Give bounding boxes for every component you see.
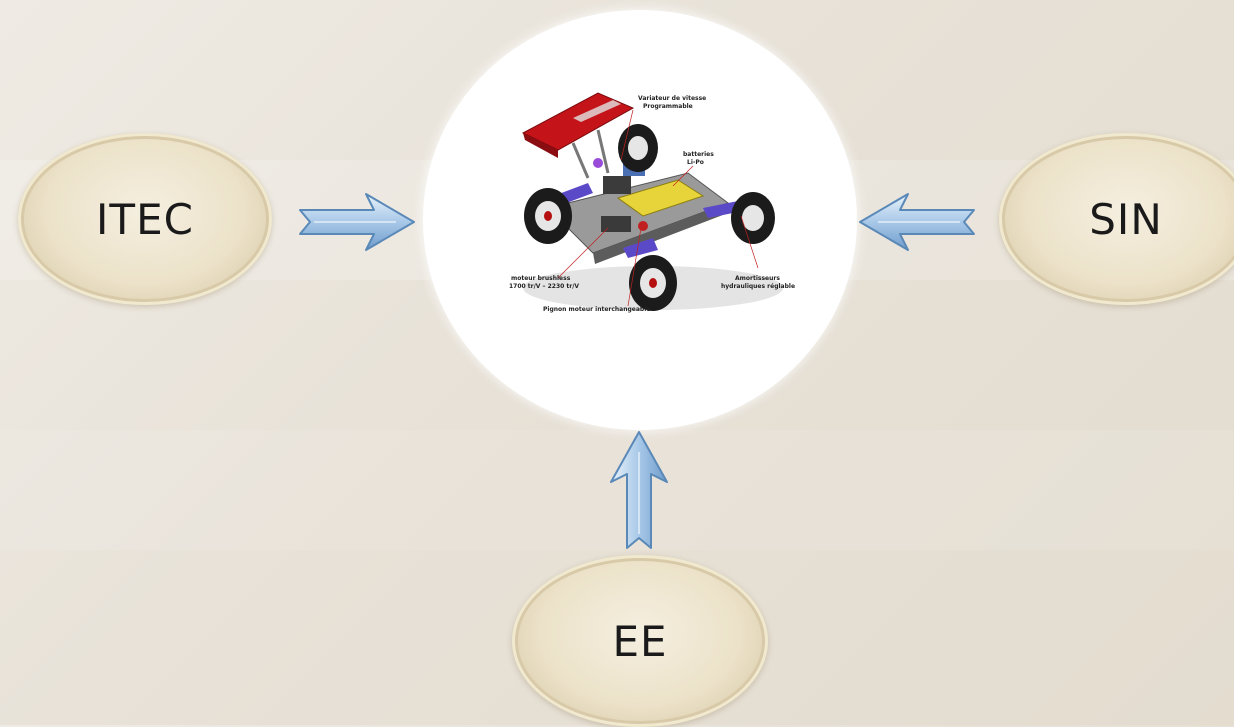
wheel-rear-left [524,188,572,244]
node-itec: ITEC [18,133,272,305]
rc-buggy-illustration: Variateur de vitesse Programmable batter… [509,92,795,313]
arrow-left-icon [859,193,975,251]
arrow-right-icon [299,193,415,251]
annotation-pinion: Pignon moteur interchangeable [543,306,650,313]
annotation-shocks-1: Amortisseurs [735,275,780,282]
annotation-motor-2: 1700 tr/V – 2230 tr/V [509,283,579,290]
node-ee: EE [512,555,768,727]
node-ee-label: EE [612,616,668,666]
background-band [0,430,1234,550]
annotation-speed-controller-2: Programmable [643,103,693,110]
annotation-batteries-2: Li-Po [687,159,704,166]
annotation-batteries-1: batteries [683,151,714,158]
node-sin: SIN [999,133,1234,305]
wheel-front-right [731,192,775,244]
wheel-front-left [629,255,677,311]
annotation-motor-1: moteur brushless [511,275,571,282]
annotation-shocks-2: hydrauliques réglable [721,283,795,290]
node-sin-label: SIN [1089,194,1163,244]
node-itec-label: ITEC [96,194,194,244]
wheel-rear-right [618,124,658,172]
arrow-up-icon [610,431,668,549]
annotation-speed-controller-1: Variateur de vitesse [638,95,706,102]
